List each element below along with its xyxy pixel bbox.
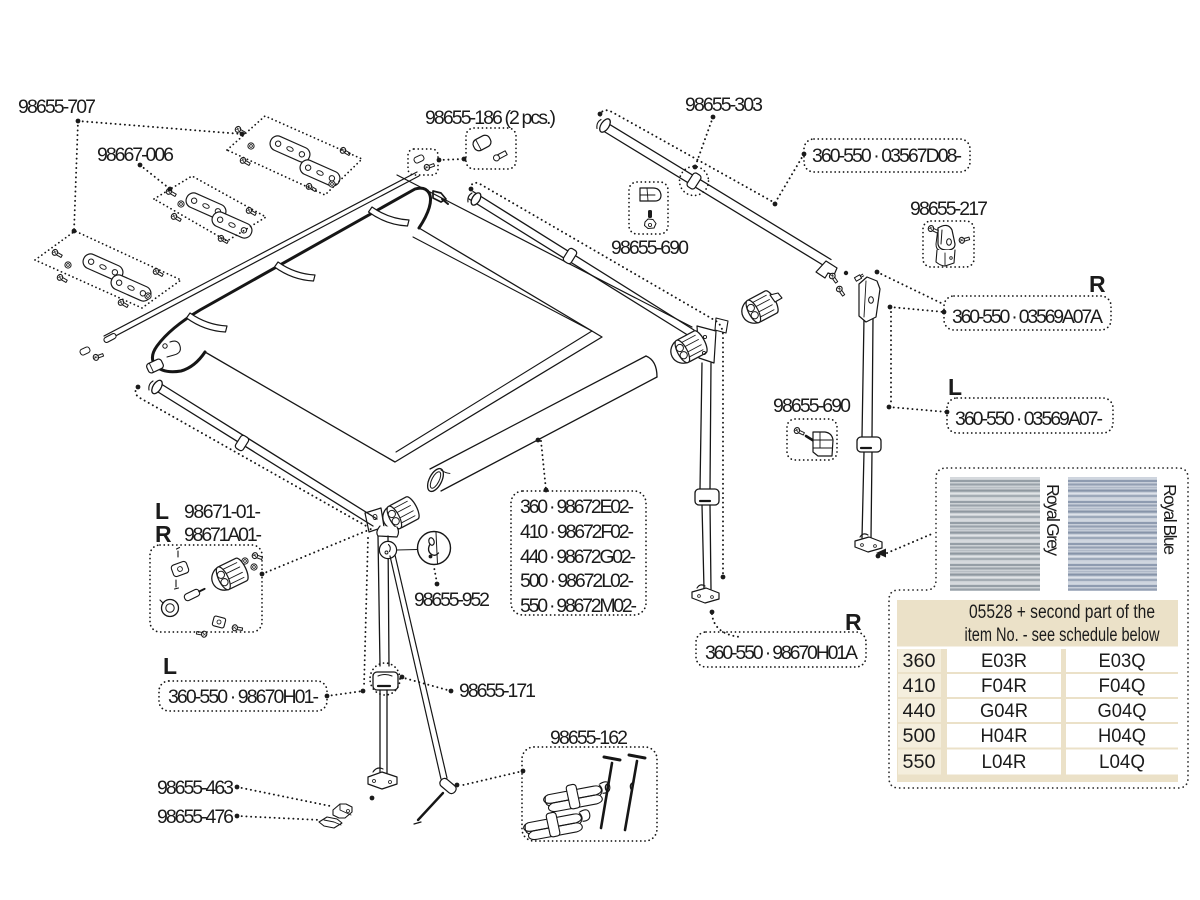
svg-text:L: L (948, 374, 962, 400)
svg-text:360-550 · 98670H01-: 360-550 · 98670H01- (168, 686, 319, 708)
svg-text:L: L (155, 498, 169, 524)
svg-text:L04Q: L04Q (1099, 752, 1145, 773)
svg-text:360: 360 (903, 651, 936, 672)
svg-text:98655-162: 98655-162 (550, 727, 628, 749)
svg-text:L04R: L04R (982, 752, 1027, 773)
svg-text:Royal Grey: Royal Grey (1043, 484, 1063, 556)
svg-text:E03Q: E03Q (1099, 651, 1146, 672)
svg-text:98655-217: 98655-217 (910, 198, 988, 220)
svg-text:360-550 · 03569A07A: 360-550 · 03569A07A (952, 306, 1103, 328)
svg-text:98655-171: 98655-171 (459, 680, 536, 702)
svg-text:98655-463: 98655-463 (157, 777, 234, 799)
svg-text:360 · 98672E02-: 360 · 98672E02- (520, 496, 634, 518)
svg-text:98655-476: 98655-476 (157, 806, 234, 828)
svg-text:410: 410 (903, 676, 936, 697)
svg-text:98655-186 (2 pcs.): 98655-186 (2 pcs.) (425, 107, 556, 129)
svg-text:98671A01-: 98671A01- (184, 524, 262, 546)
svg-text:G04R: G04R (980, 701, 1028, 722)
svg-text:360-550 · 03567D08-: 360-550 · 03567D08- (812, 145, 962, 167)
svg-text:410 · 98672F02-: 410 · 98672F02- (520, 521, 634, 543)
svg-text:440: 440 (903, 701, 936, 722)
svg-text:F04Q: F04Q (1099, 676, 1146, 697)
svg-text:Royal Blue: Royal Blue (1160, 484, 1180, 555)
svg-text:F04R: F04R (981, 676, 1027, 697)
svg-text:98655-690: 98655-690 (773, 395, 851, 417)
svg-text:G04Q: G04Q (1098, 701, 1147, 722)
svg-text:H04Q: H04Q (1098, 726, 1146, 747)
svg-text:R: R (845, 609, 862, 635)
svg-text:550: 550 (903, 752, 936, 773)
svg-text:440 · 98672G02-: 440 · 98672G02- (520, 546, 636, 568)
svg-text:05528 + second part of the: 05528 + second part of the (969, 602, 1155, 623)
svg-text:550 · 98672M02-: 550 · 98672M02- (520, 595, 637, 617)
svg-text:L: L (163, 653, 177, 679)
svg-text:500 · 98672L02-: 500 · 98672L02- (520, 570, 634, 592)
svg-text:98655-690: 98655-690 (611, 237, 689, 259)
svg-text:360-550 · 03569A07-: 360-550 · 03569A07- (955, 408, 1103, 430)
svg-text:360-550 · 98670H01A: 360-550 · 98670H01A (705, 642, 858, 664)
svg-text:98655-303: 98655-303 (685, 94, 763, 116)
svg-text:98671-01-: 98671-01- (184, 501, 261, 523)
svg-text:98655-952: 98655-952 (414, 589, 490, 611)
svg-text:R: R (1089, 271, 1106, 297)
svg-text:E03R: E03R (981, 651, 1027, 672)
svg-text:98667-006: 98667-006 (97, 144, 174, 166)
svg-text:500: 500 (903, 726, 936, 747)
svg-text:H04R: H04R (981, 726, 1028, 747)
svg-text:98655-707: 98655-707 (18, 96, 96, 118)
svg-text:item No. - see schedule below: item No. - see schedule below (965, 625, 1160, 646)
svg-text:R: R (155, 521, 172, 547)
